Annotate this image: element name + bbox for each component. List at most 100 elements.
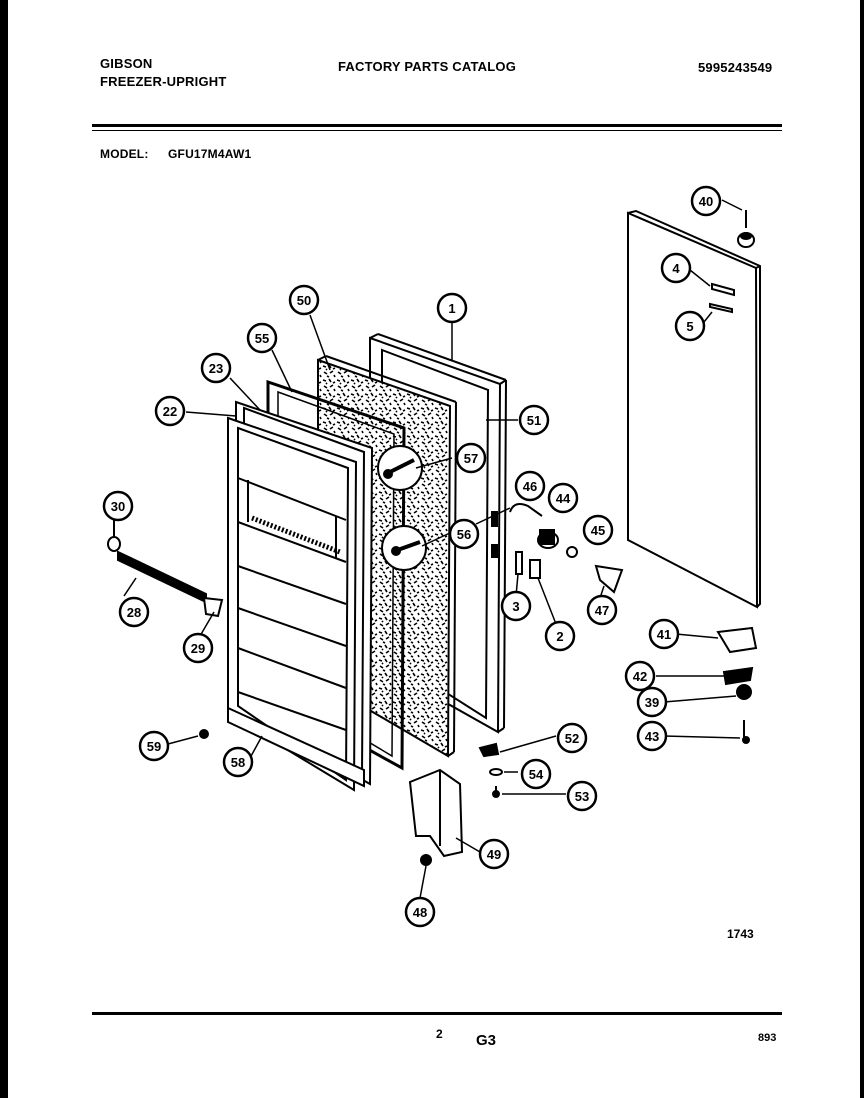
callout-number: 49 [487, 847, 501, 862]
bottom-hinge-parts [716, 626, 758, 744]
catalog-number: 5995243549 [698, 60, 773, 75]
callout-circle [518, 404, 550, 436]
model-label: MODEL: [100, 147, 149, 161]
callout-number: 3 [512, 599, 519, 614]
callout-number: 42 [633, 669, 647, 684]
callout-circle [154, 395, 186, 427]
callout-circle [448, 518, 480, 550]
product-type: FREEZER-UPRIGHT [100, 74, 227, 89]
callout-22: 22 [154, 395, 186, 427]
callout-circle [648, 618, 680, 650]
callout-54: 54 [520, 758, 552, 790]
callout-number: 58 [231, 755, 245, 770]
kick-plate [408, 768, 464, 858]
callout-number: 29 [191, 641, 205, 656]
callout-circle [118, 596, 150, 628]
callout-29: 29 [182, 632, 214, 664]
callout-59: 59 [138, 730, 170, 762]
door-shelf-frame [227, 416, 358, 792]
callout-45: 45 [582, 514, 614, 546]
callout-circle [246, 322, 278, 354]
model-value: GFU17M4AW1 [168, 147, 252, 161]
callout-58: 58 [222, 746, 254, 778]
page-number: 2 [436, 1027, 443, 1041]
callout-number: 28 [127, 605, 141, 620]
callout-number: 2 [556, 629, 563, 644]
callout-bubbles: 4045150552322515746444530563247282941423… [102, 185, 722, 928]
callout-number: 1 [448, 301, 455, 316]
callout-number: 22 [163, 404, 177, 419]
callout-5: 5 [674, 310, 706, 342]
callout-number: 59 [147, 739, 161, 754]
door-badge-slots [709, 282, 735, 314]
callout-circle [102, 490, 134, 522]
date-code: 893 [758, 1032, 777, 1044]
callout-circle [566, 780, 598, 812]
callout-number: 46 [523, 479, 537, 494]
callout-number: 54 [529, 767, 544, 782]
callout-3: 3 [500, 590, 532, 622]
callout-circle [586, 594, 618, 626]
callout-circle [547, 482, 579, 514]
callout-circle [690, 185, 722, 217]
callout-circle [404, 896, 436, 928]
callout-4: 4 [660, 252, 692, 284]
leader-lines [123, 199, 743, 899]
callout-41: 41 [648, 618, 680, 650]
callout-1: 1 [436, 292, 468, 324]
callout-number: 51 [527, 413, 541, 428]
small-hardware [199, 729, 503, 866]
callout-2: 2 [544, 620, 576, 652]
callout-40: 40 [690, 185, 722, 217]
callout-circle [500, 590, 532, 622]
callout-number: 47 [595, 603, 609, 618]
callout-47: 47 [586, 594, 618, 626]
callout-39: 39 [636, 686, 668, 718]
callout-44: 44 [547, 482, 579, 514]
callout-circle [520, 758, 552, 790]
callout-number: 40 [699, 194, 713, 209]
callout-43: 43 [636, 720, 668, 752]
callout-53: 53 [566, 780, 598, 812]
callout-number: 56 [457, 527, 471, 542]
callout-number: 55 [255, 331, 269, 346]
header-rule-thick [92, 124, 782, 127]
callout-52: 52 [556, 722, 588, 754]
brand-name: GIBSON [100, 56, 153, 71]
callout-circle [544, 620, 576, 652]
callout-number: 53 [575, 789, 589, 804]
callout-51: 51 [518, 404, 550, 436]
callout-circle [436, 292, 468, 324]
latch-parts [509, 503, 624, 594]
callout-circle [138, 730, 170, 762]
callout-circle [636, 720, 668, 752]
callout-28: 28 [118, 596, 150, 628]
detail-view-57 [377, 445, 423, 491]
callout-circle [200, 352, 232, 384]
callout-number: 5 [686, 319, 693, 334]
callout-number: 48 [413, 905, 427, 920]
callout-circle [182, 632, 214, 664]
callout-circle [288, 284, 320, 316]
callout-57: 57 [455, 442, 487, 474]
section-code: G3 [476, 1032, 497, 1049]
callout-number: 39 [645, 695, 659, 710]
footer-rule [92, 1012, 782, 1015]
callout-number: 23 [209, 361, 223, 376]
callout-circle [636, 686, 668, 718]
callout-circle [660, 252, 692, 284]
callout-number: 50 [297, 293, 311, 308]
callout-50: 50 [288, 284, 320, 316]
top-hinge-bushing [737, 210, 755, 248]
callout-circle [556, 722, 588, 754]
callout-circle [222, 746, 254, 778]
callout-circle [674, 310, 706, 342]
callout-number: 4 [672, 261, 680, 276]
callout-42: 42 [624, 660, 656, 692]
figure-number: 1743 [727, 927, 754, 941]
callout-number: 52 [565, 731, 579, 746]
callout-46: 46 [514, 470, 546, 502]
callout-circle [478, 838, 510, 870]
callout-circle [455, 442, 487, 474]
